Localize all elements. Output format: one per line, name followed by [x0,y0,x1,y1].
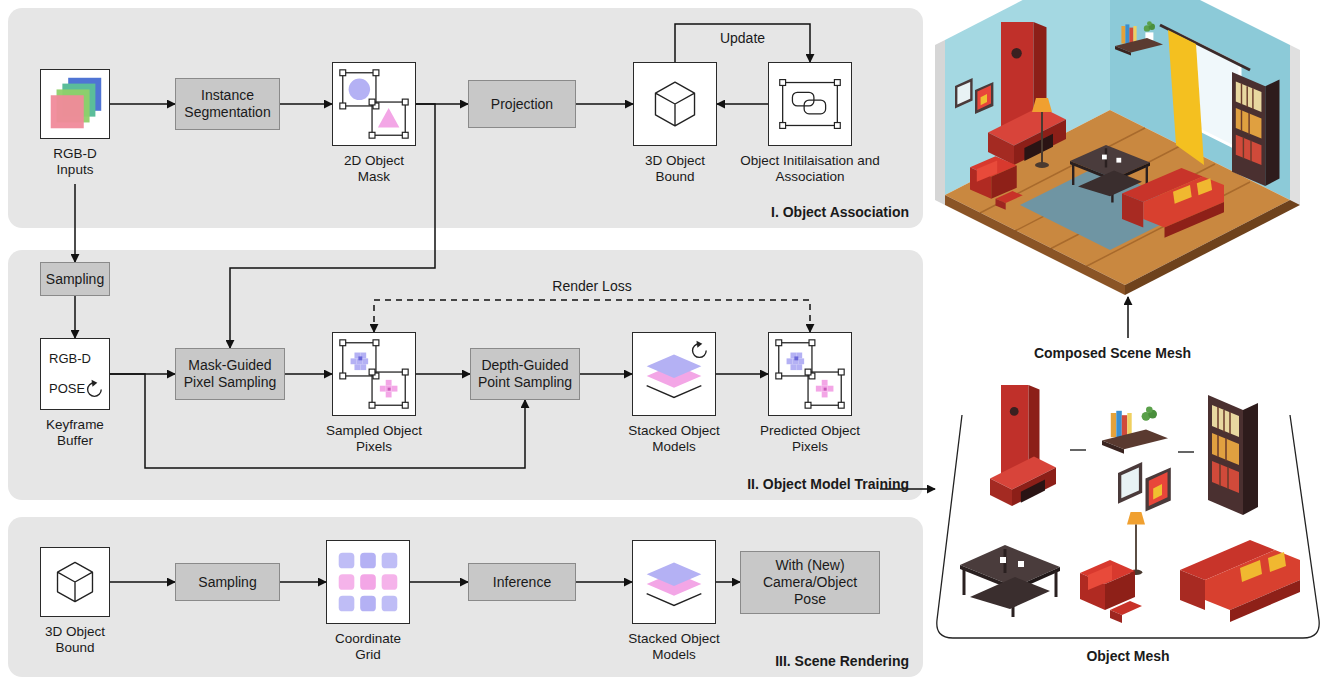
group-bracket [935,338,1321,640]
stage-panel: III. Scene Rendering 3D Object Bound Sampl… [8,517,923,677]
icon-box: 2D Object Mask [332,62,416,146]
box-label: With (New) Camera/Object Pose [746,557,874,608]
flow-arrow [576,103,633,105]
flow-arrow [716,581,740,583]
box-icon [333,333,415,415]
flow-arrow [74,184,76,262]
process-box: Inference [468,563,576,601]
box-caption: 2D Object Mask [329,153,419,185]
box-label: Instance Segmentation [181,87,274,121]
box-caption: Predicted Object Pixels [760,423,860,455]
box-caption: Sampled Object Pixels [324,423,424,455]
box-label: Sampling [198,574,256,591]
panel-title: II. Object Model Training [747,476,909,492]
box-caption: Stacked Object Models [624,631,724,663]
box-label: Mask-Guided Pixel Sampling [181,357,279,391]
icon-box: Predicted Object Pixels [768,332,852,416]
box-icon [633,541,715,623]
icon-box: Object Initilaisation and Association [768,62,852,146]
keyframe-box: RGB-DPOSEKeyframe Buffer [40,338,110,410]
buffer-field: POSE [49,381,85,396]
flow-arrow [110,581,175,583]
box-icon [41,548,109,616]
box-icon [634,63,716,145]
box-caption: Coordinate Grid [323,631,413,663]
flow-arrow [716,373,768,375]
box-caption: Object Initilaisation and Association [740,153,880,185]
process-box: Sampling [40,262,110,296]
box-caption: Stacked Object Models [624,423,724,455]
box-caption: 3D Object Bound [630,153,720,185]
box-caption: Keyframe Buffer [30,417,120,449]
flow-arrow [285,373,332,375]
stage-panel: II. Object Model Training SamplingRGB-D PO… [8,250,923,500]
flow-arrow [74,296,76,338]
flow-arrow [280,581,326,583]
box-label: Inference [493,574,551,591]
box-icon [333,63,415,145]
room-illustration [935,0,1300,295]
flow-arrow [110,374,525,468]
process-box: Instance Segmentation [175,78,280,130]
process-box: With (New) Camera/Object Pose [740,551,880,614]
scene-caption: Composed Scene Mesh [1034,345,1191,361]
group-caption: Object Mesh [1086,648,1169,664]
flow-arrow [580,373,632,375]
buffer-field: RGB-D [49,351,91,366]
process-box: Sampling [175,563,280,601]
box-caption: 3D Object Bound [30,624,120,656]
object-mesh-group: Object Mesh [935,338,1321,640]
box-label: Sampling [46,271,104,288]
icon-box: Stacked Object Models [632,540,716,624]
flow-arrow [717,103,768,105]
icon-box: Stacked Object Models [632,332,716,416]
box-icon [41,70,109,138]
flow-arrow [1127,297,1129,338]
box-label: Projection [491,96,553,113]
edge-label: Update [717,30,768,46]
object-illustrations [960,385,1300,623]
rotate-icon [41,339,109,409]
process-box: Projection [468,80,576,128]
box-icon [633,333,715,415]
box-icon [769,333,851,415]
icon-box: 3D Object Bound [40,547,110,617]
stage-panel: I. Object Association RGB-D Inputs Instanc… [8,8,923,228]
flow-arrow [410,581,468,583]
icon-box: RGB-D Inputs [40,69,110,139]
box-icon [769,63,851,145]
icon-box: 3D Object Bound [633,62,717,146]
icon-box: Coordinate Grid [326,540,410,624]
flow-arrow [280,103,332,105]
panel-title: III. Scene Rendering [775,653,909,669]
scene-illustration-frame: Composed Scene Mesh [935,0,1290,295]
flow-arrow [416,373,470,375]
process-box: Mask-Guided Pixel Sampling [175,348,285,400]
flow-arrow [110,103,175,105]
flow-arrow [675,24,810,62]
flow-arrow [576,581,632,583]
edge-label: Render Loss [549,278,634,294]
box-caption: RGB-D Inputs [35,146,115,178]
panel-title: I. Object Association [771,204,909,220]
box-label: Depth-Guided Point Sampling [476,357,574,391]
box-icon [327,541,409,623]
process-box: Depth-Guided Point Sampling [470,348,580,400]
feedback-arrow [374,300,810,332]
icon-box: Sampled Object Pixels [332,332,416,416]
